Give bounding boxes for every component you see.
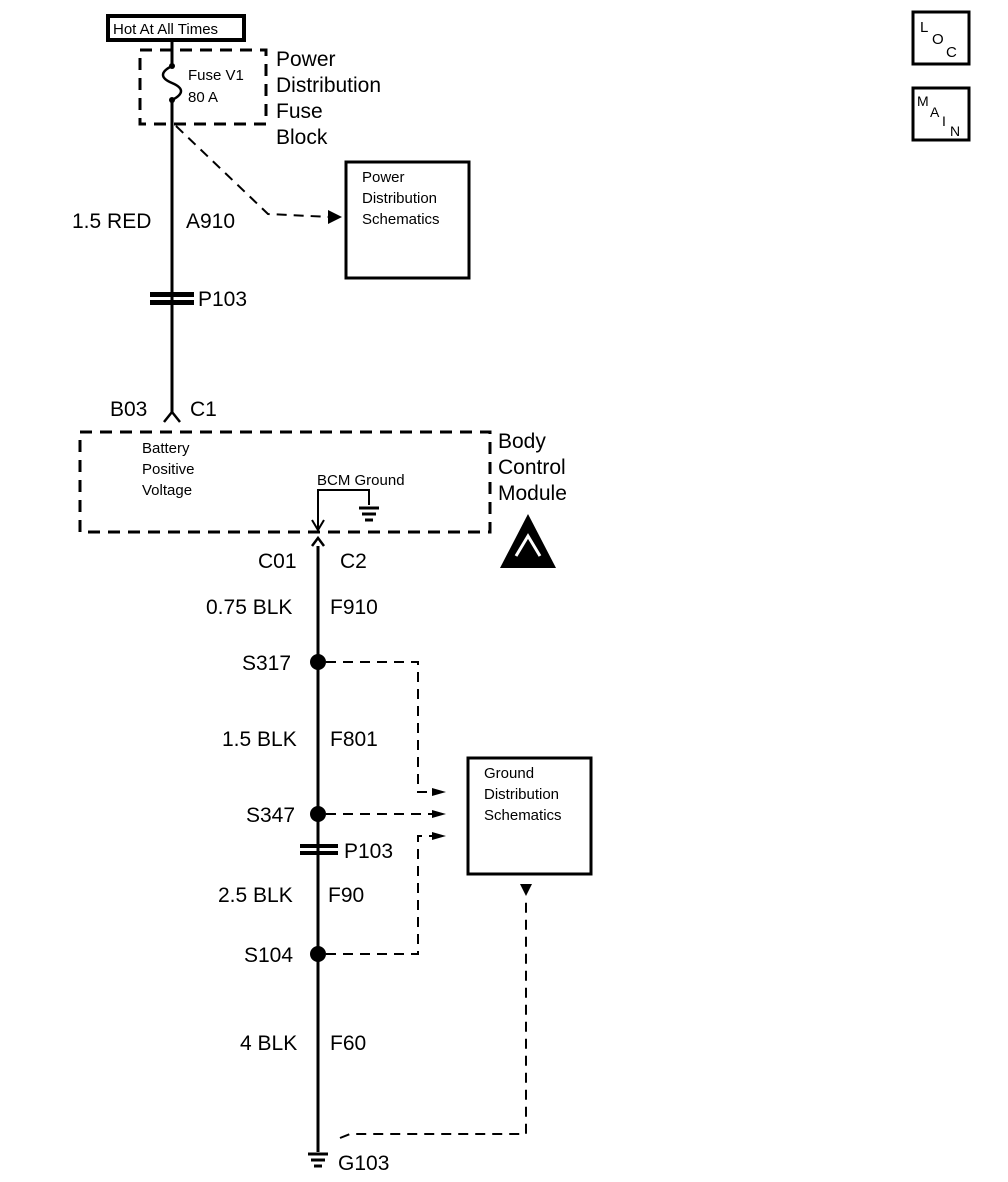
bcm-ground-label: BCM Ground (317, 472, 405, 489)
svg-text:Schematics: Schematics (484, 807, 562, 824)
main-button[interactable]: M A I N (911, 86, 971, 142)
splice-s347-icon (310, 806, 326, 822)
pin-terminal-out-icon (311, 535, 325, 547)
svg-text:Battery: Battery (142, 440, 190, 457)
fuse-v1-icon (161, 63, 183, 103)
wire-f910-circuit: F910 (330, 596, 378, 619)
svg-text:Distribution: Distribution (484, 786, 559, 803)
arrow-head-icon (432, 788, 446, 796)
pds-reference-line (175, 125, 331, 218)
s317-reference-line (326, 661, 432, 793)
bcm-outline (78, 430, 492, 534)
ground-g103-label: G103 (338, 1152, 389, 1175)
svg-text:Distribution: Distribution (362, 190, 437, 207)
bcm-ground-arrow-icon (311, 519, 325, 532)
svg-text:Control: Control (498, 456, 566, 479)
ground-distribution-schematics-button[interactable]: Ground Distribution Schematics (466, 756, 593, 876)
svg-text:N: N (950, 123, 960, 139)
arrow-head-icon (328, 210, 342, 224)
wire-top-circuit: A910 (186, 210, 235, 233)
ground-g103-icon (308, 1152, 328, 1168)
bcm-in-connector: C1 (190, 398, 217, 421)
svg-text:M: M (917, 93, 929, 109)
connector-p103-bottom-label: P103 (344, 840, 393, 863)
wire-f90-circuit: F90 (328, 884, 364, 907)
wire-top-gauge: 1.5 RED (72, 210, 151, 233)
bcm-out-pin: C01 (258, 550, 297, 573)
esd-warning-icon (500, 514, 556, 568)
svg-text:Schematics: Schematics (362, 211, 440, 228)
fuse-name: Fuse V1 (188, 67, 244, 84)
bcm-ground-icon (359, 506, 379, 522)
g103-reference-line (339, 896, 527, 1139)
wire-f910-gauge: 0.75 BLK (206, 596, 292, 619)
svg-text:Ground: Ground (484, 765, 534, 782)
svg-text:Power: Power (276, 48, 336, 71)
hot-label-text: Hot At All Times (113, 21, 218, 38)
bcm-internal-label: Battery Positive Voltage (142, 440, 195, 499)
bcm-label: Body Control Module (498, 430, 567, 505)
svg-text:Block: Block (276, 126, 328, 149)
svg-text:Positive: Positive (142, 461, 195, 478)
loc-button[interactable]: L O C (911, 10, 971, 66)
hot-at-all-times-label: Hot At All Times (106, 14, 246, 42)
bcm-out-connector: C2 (340, 550, 367, 573)
splice-s104-icon (310, 946, 326, 962)
wire-f60-gauge: 4 BLK (240, 1032, 297, 1055)
svg-text:C: C (946, 44, 957, 61)
svg-text:Body: Body (498, 430, 546, 453)
power-distribution-schematics-button[interactable]: Power Distribution Schematics (344, 160, 471, 280)
splice-s104-label: S104 (244, 944, 293, 967)
connector-p103-top-icon (150, 292, 194, 305)
wire-f801-gauge: 1.5 BLK (222, 728, 297, 751)
svg-text:L: L (920, 19, 928, 36)
splice-s347-label: S347 (246, 804, 295, 827)
fuse-block-outline (138, 48, 268, 126)
arrow-head-icon (520, 884, 532, 896)
fuse-rating: 80 A (188, 89, 218, 106)
svg-text:Distribution: Distribution (276, 74, 381, 97)
bcm-ground-trace (317, 489, 370, 528)
wire-f60-circuit: F60 (330, 1032, 366, 1055)
arrow-head-icon (432, 832, 446, 840)
svg-text:Module: Module (498, 482, 567, 505)
connector-p103-bottom-icon (300, 844, 338, 855)
svg-text:O: O (932, 31, 944, 48)
bcm-in-pin: B03 (110, 398, 147, 421)
svg-text:Voltage: Voltage (142, 482, 192, 499)
pin-terminal-icon (163, 409, 181, 423)
wire-f90-gauge: 2.5 BLK (218, 884, 293, 907)
splice-s317-label: S317 (242, 652, 291, 675)
svg-text:A: A (930, 104, 940, 120)
svg-text:Fuse: Fuse (276, 100, 323, 123)
arrow-head-icon (432, 810, 446, 818)
wire-f801-circuit: F801 (330, 728, 378, 751)
svg-text:Power: Power (362, 169, 405, 186)
fuse-block-label: Power Distribution Fuse Block (276, 48, 381, 149)
svg-text:I: I (942, 113, 946, 129)
splice-s317-icon (310, 654, 326, 670)
connector-p103-top-label: P103 (198, 288, 247, 311)
